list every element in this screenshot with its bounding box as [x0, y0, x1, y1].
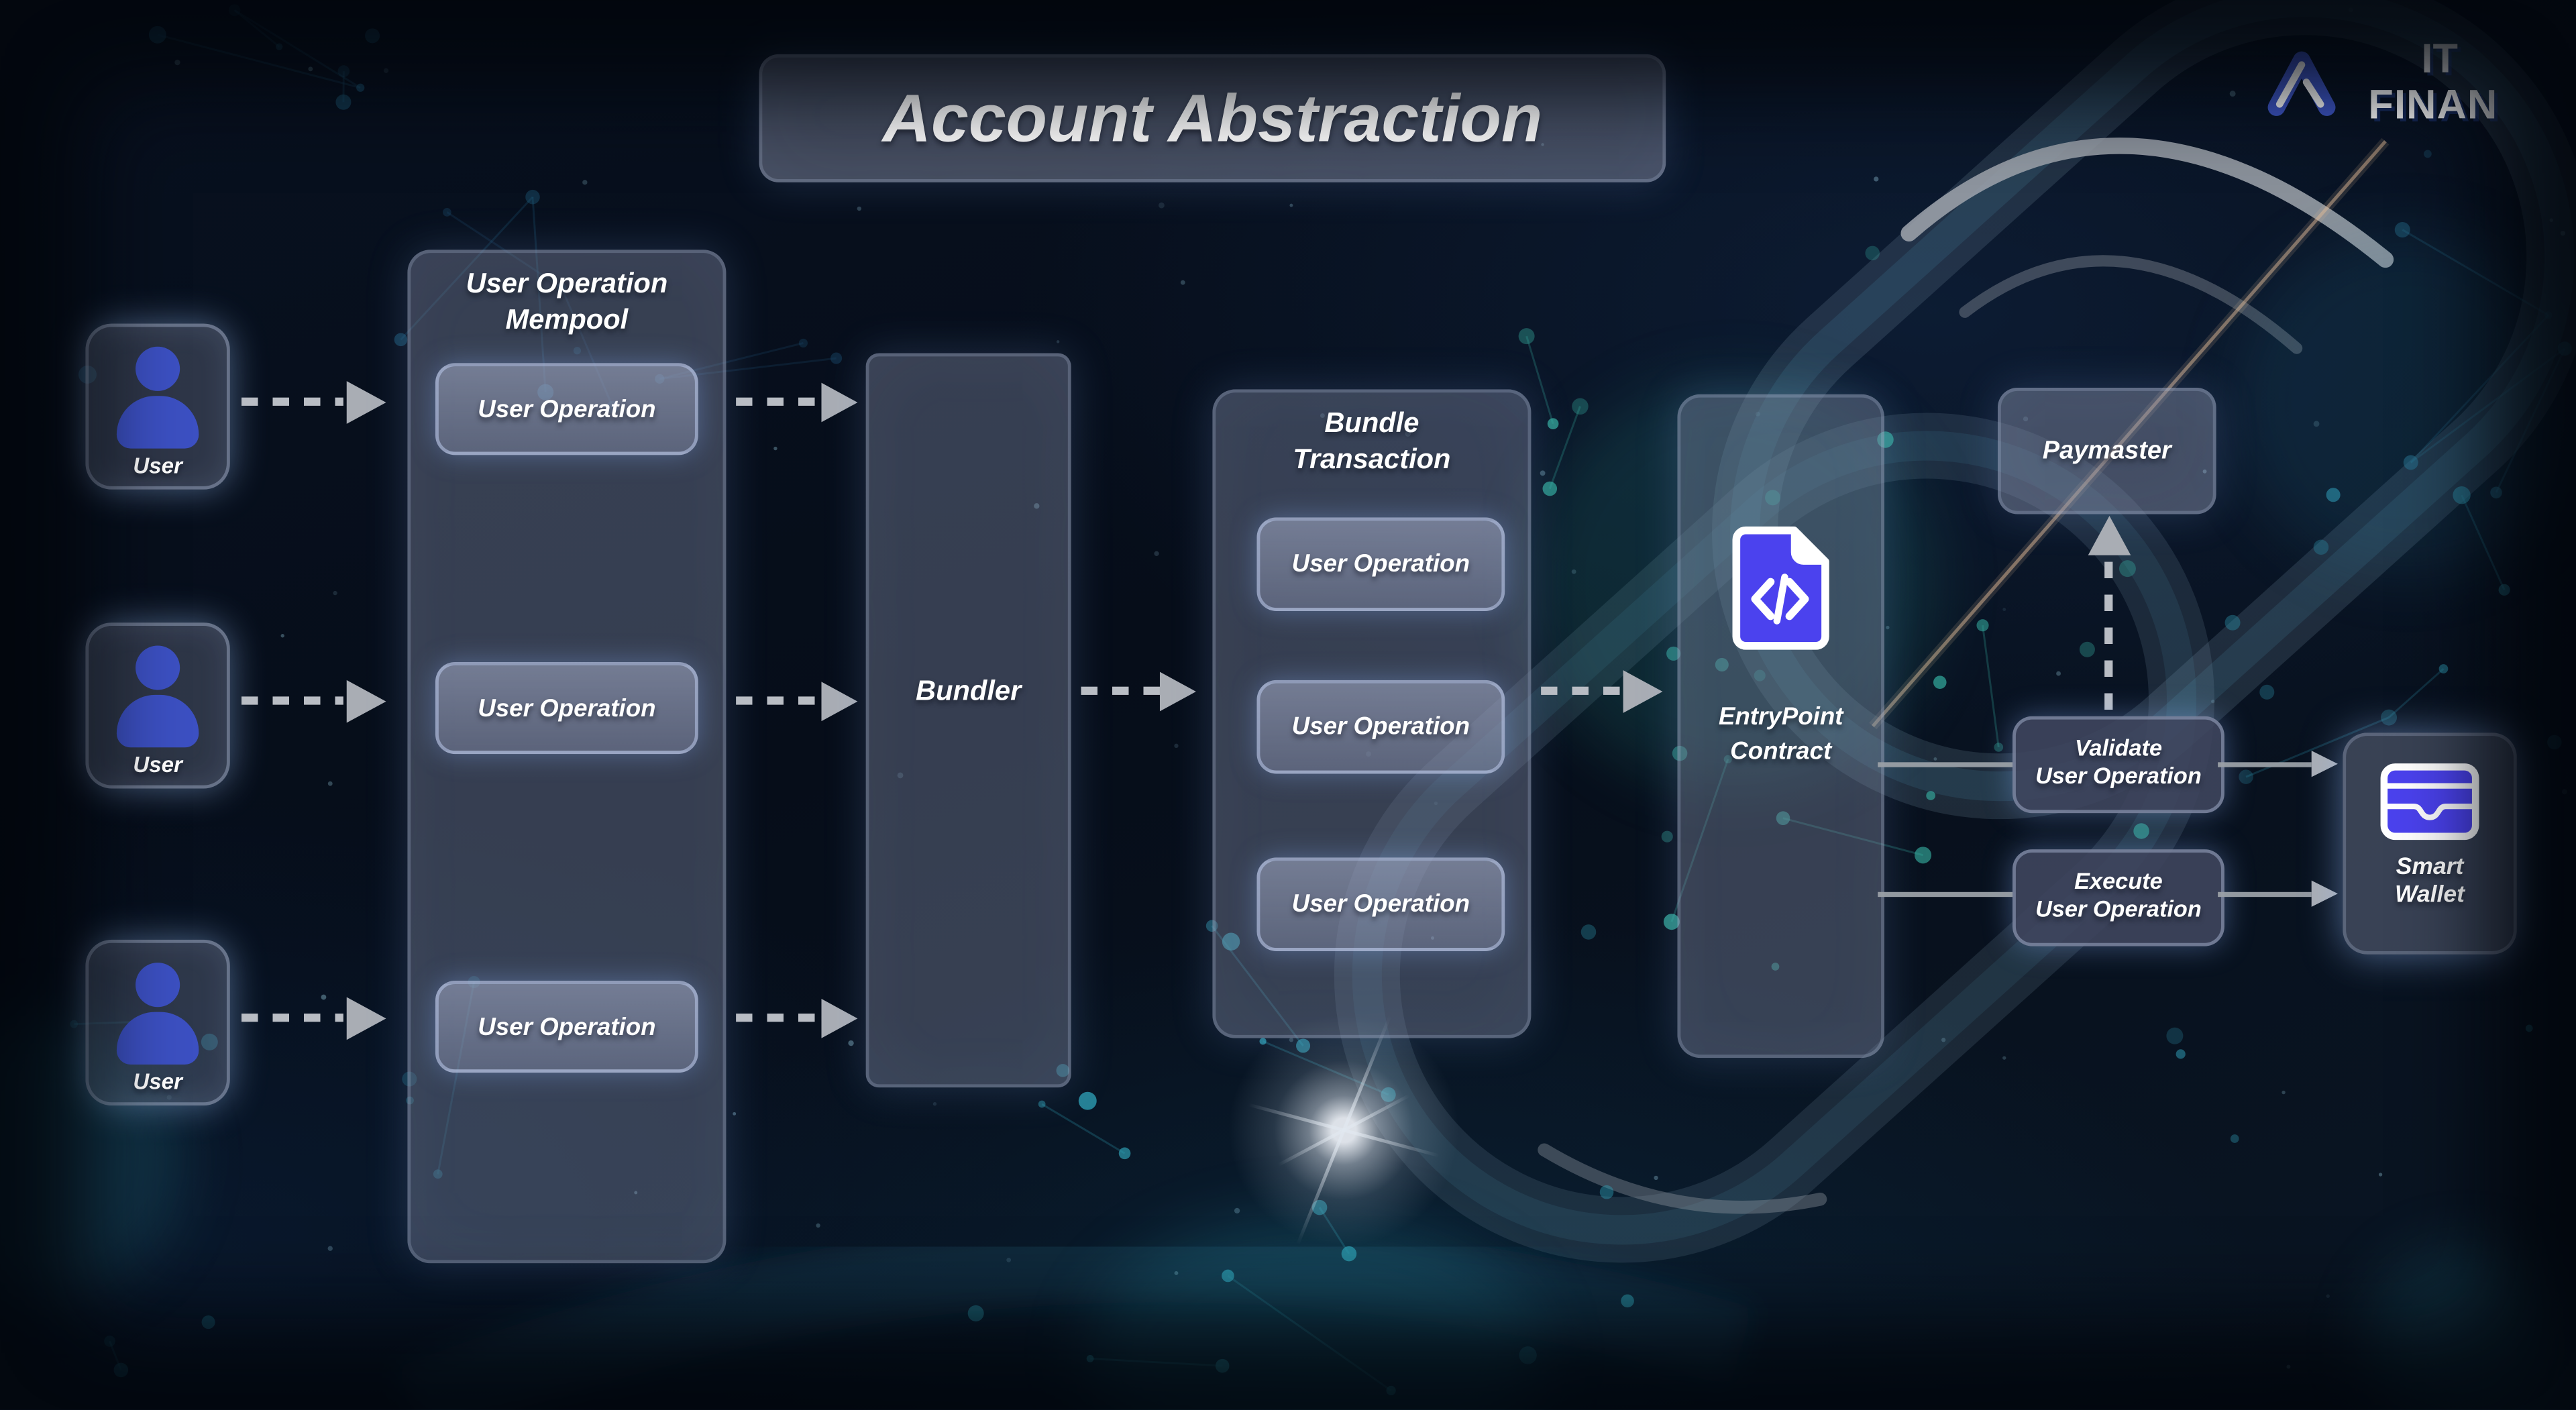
logo-text-top: IT — [2421, 36, 2458, 83]
bundle-title-line1: Bundle — [1324, 407, 1419, 439]
bundler-label: Bundler — [916, 675, 1022, 707]
user-operation-pill: User Operation — [1256, 680, 1505, 774]
arrow-right-icon — [346, 680, 386, 723]
page-title: Account Abstraction — [882, 79, 1543, 156]
user-label: User — [133, 752, 182, 777]
logo-mountain-icon — [2267, 51, 2336, 116]
bundle-title-line2: Transaction — [1293, 443, 1451, 475]
user-label: User — [133, 453, 182, 478]
diagram-title-panel: Account Abstraction — [759, 54, 1666, 182]
mempool-title-line2: Mempool — [505, 304, 629, 335]
validate-user-operation-box: Validate User Operation — [2012, 716, 2224, 814]
execute-user-operation-box: Execute User Operation — [2012, 849, 2224, 946]
bundler-panel: Bundler — [865, 353, 1071, 1088]
user-card: User — [85, 323, 230, 490]
user-card: User — [85, 939, 230, 1106]
starburst-ray — [1277, 1093, 1410, 1167]
arrow-right-icon — [346, 381, 386, 424]
user-operation-mempool-panel: User Operation Mempool User Operation Us… — [407, 250, 727, 1264]
entrypoint-contract-panel: EntryPoint Contract — [1677, 394, 1884, 1059]
arrow-right-icon — [2311, 880, 2338, 907]
wallet-icon — [2380, 763, 2479, 840]
smart-wallet-panel: Smart Wallet — [2343, 733, 2517, 955]
smart-wallet-line2: Wallet — [2395, 882, 2465, 909]
arrow-right-icon — [1159, 671, 1196, 712]
logo-text-bottom: FINAN — [2368, 82, 2498, 129]
starburst-glow — [1220, 1007, 1467, 1254]
mempool-title-line1: User Operation — [466, 268, 668, 299]
starburst-ray — [1296, 1015, 1392, 1246]
bundle-transaction-panel: Bundle Transaction User Operation User O… — [1212, 389, 1532, 1038]
glow-blob — [2365, 1248, 2563, 1410]
user-operation-pill: User Operation — [435, 981, 698, 1073]
glow-blob — [2234, 229, 2576, 576]
validate-line1: Validate — [2074, 734, 2163, 761]
arrow-up-icon — [2088, 515, 2131, 555]
code-document-icon — [1732, 526, 1829, 650]
user-label: User — [133, 1069, 182, 1095]
user-operation-pill: User Operation — [435, 363, 698, 455]
starburst-ray — [1248, 1103, 1440, 1158]
arrow-right-icon — [2311, 751, 2338, 777]
execute-line2: User Operation — [2035, 895, 2202, 922]
user-operation-pill: User Operation — [1256, 517, 1505, 612]
arrow-right-icon — [346, 997, 386, 1040]
user-operation-pill: User Operation — [435, 661, 698, 755]
arrow-right-icon — [1623, 670, 1663, 713]
user-card: User — [85, 622, 230, 789]
user-operation-pill: User Operation — [1256, 857, 1505, 951]
paymaster-label: Paymaster — [2042, 436, 2171, 464]
arrow-right-icon — [821, 998, 858, 1038]
arrow-right-icon — [821, 682, 858, 722]
paymaster-panel: Paymaster — [1997, 387, 2216, 514]
execute-line1: Execute — [2074, 867, 2163, 894]
entrypoint-label-line1: EntryPoint — [1718, 703, 1843, 731]
validate-line2: User Operation — [2035, 762, 2202, 789]
glow-blob — [1084, 1215, 1545, 1410]
smart-wallet-line1: Smart — [2396, 854, 2464, 881]
arrow-right-icon — [821, 382, 858, 423]
entrypoint-label-line2: Contract — [1730, 737, 1832, 766]
